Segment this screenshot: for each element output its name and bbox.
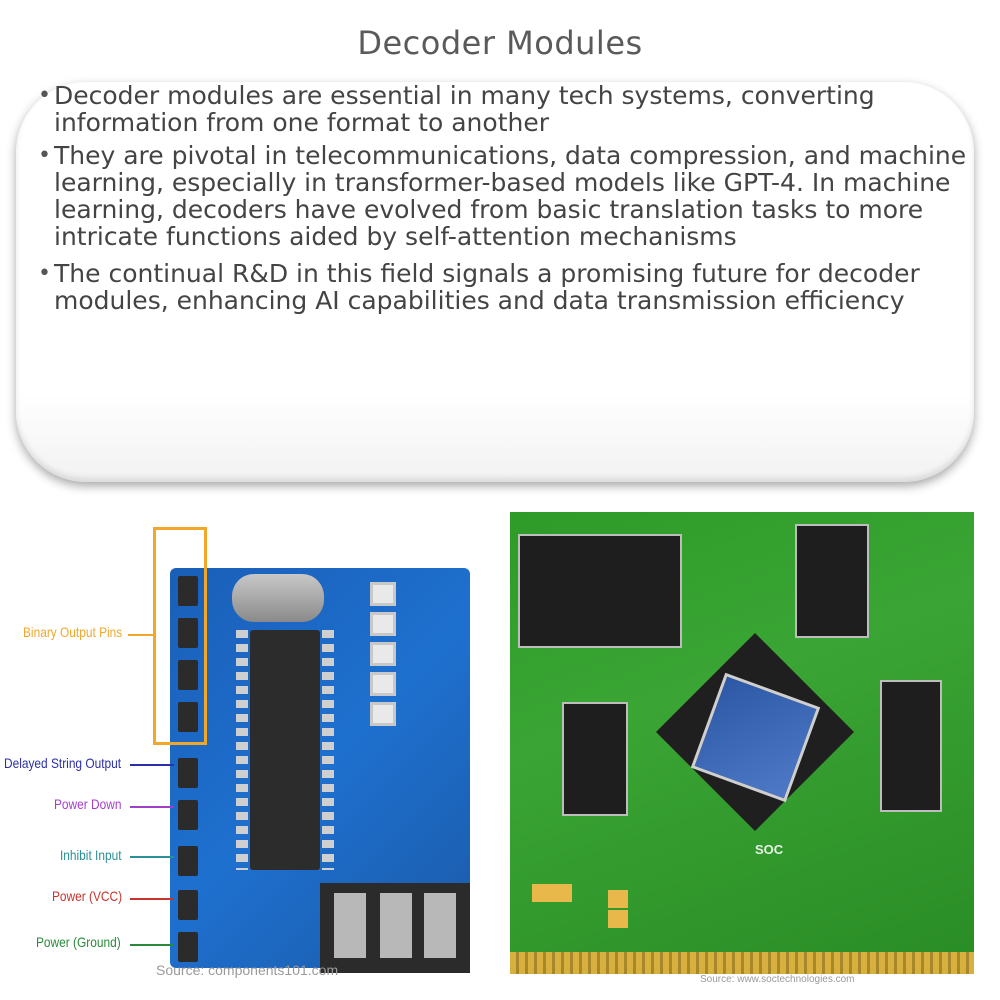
led-icon — [370, 702, 396, 726]
memory-chip — [880, 680, 942, 812]
audio-jack — [320, 883, 470, 973]
capacitor-icon — [608, 890, 628, 908]
label-delayed-string-output: Delayed String Output — [4, 755, 122, 771]
bullet-dot-icon: • — [38, 261, 51, 286]
capacitor-icon — [552, 884, 572, 902]
soc-board-photo: SOC — [510, 512, 974, 974]
chip-legs — [322, 630, 334, 870]
decoder-board — [170, 568, 470, 973]
bullet-dot-icon: • — [38, 83, 51, 108]
capacitor-icon — [608, 910, 628, 928]
content-card — [16, 82, 974, 482]
crystal-oscillator — [232, 574, 324, 622]
bullet-text: The continual R&D in this field signals … — [54, 259, 920, 315]
label-inhibit-input: Inhibit Input — [60, 847, 122, 863]
pointer-line — [128, 634, 154, 636]
pin-icon — [178, 758, 198, 788]
capacitor-icon — [532, 884, 552, 902]
memory-chip — [562, 702, 628, 816]
pin-icon — [178, 576, 198, 606]
bullet-dot-icon: • — [38, 143, 51, 168]
pin-icon — [178, 846, 198, 876]
pin-icon — [178, 618, 198, 648]
label-power-down: Power Down — [54, 796, 122, 812]
memory-chip — [795, 524, 869, 638]
label-binary-output-pins: Binary Output Pins — [23, 624, 123, 640]
bullet-item: •Decoder modules are essential in many t… — [36, 82, 976, 136]
page-title: Decoder Modules — [357, 24, 643, 62]
soc-board: SOC — [510, 512, 974, 952]
bullet-text: They are pivotal in telecommunications, … — [54, 141, 967, 251]
bullet-item: •The continual R&D in this field signals… — [36, 260, 976, 314]
pin-icon — [178, 702, 198, 732]
gold-edge-connector — [510, 952, 974, 974]
image-source-right: Source: www.soctechnologies.com — [700, 974, 855, 985]
pointer-line — [130, 856, 174, 858]
pin-icon — [178, 932, 198, 962]
pin-icon — [178, 800, 198, 830]
pointer-line — [130, 944, 174, 946]
label-power-ground: Power (Ground) — [36, 934, 121, 950]
memory-chip — [518, 534, 682, 648]
decoder-board-photo: Binary Output Pins Delayed String Output… — [0, 510, 480, 990]
image-source-left: Source: components101.com — [156, 962, 339, 978]
pointer-line — [130, 764, 174, 766]
pin-icon — [178, 890, 198, 920]
pointer-line — [130, 806, 174, 808]
soc-board-label: SOC — [755, 842, 784, 857]
pointer-line — [130, 898, 174, 900]
bullet-item: •They are pivotal in telecommunications,… — [36, 142, 976, 250]
led-icon — [370, 672, 396, 696]
label-power-vcc: Power (VCC) — [52, 888, 123, 904]
chip-legs — [236, 630, 248, 870]
led-icon — [370, 642, 396, 666]
binary-output-highlight — [153, 527, 207, 745]
led-icon — [370, 612, 396, 636]
bullet-text: Decoder modules are essential in many te… — [54, 81, 875, 137]
decoder-chip — [250, 630, 320, 870]
bullet-list: •Decoder modules are essential in many t… — [36, 82, 976, 320]
pin-icon — [178, 660, 198, 690]
led-icon — [370, 582, 396, 606]
